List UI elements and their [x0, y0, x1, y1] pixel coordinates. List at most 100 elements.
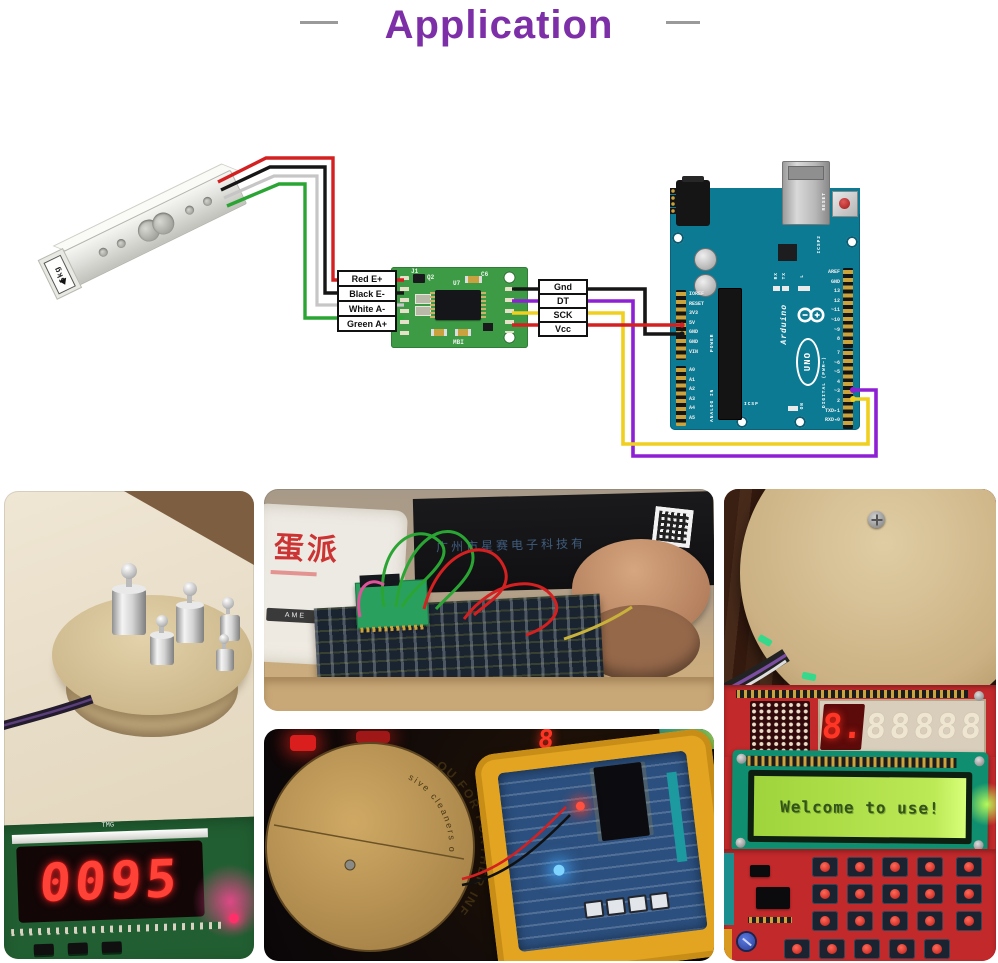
center-screw — [868, 511, 885, 528]
lcd-screw — [736, 753, 747, 764]
digital-pin-label: 4 — [836, 378, 840, 385]
digital-pin-label: ~11 — [830, 307, 840, 314]
tx-label: TX — [782, 272, 787, 280]
display-pcb: TMG 0095 — [4, 816, 254, 959]
keypad-button — [819, 939, 845, 959]
analog-pin-label: A4 — [689, 405, 696, 412]
keypad-button — [917, 884, 943, 904]
load-cell-end-cap: 5kg — [37, 248, 83, 300]
on-led — [788, 406, 798, 411]
photo-kit-demo: 8. 8 8 8 8 8 Welcome to use! — [724, 489, 996, 961]
seg-digit: 8 — [934, 704, 961, 750]
seven-segment-display: 0095 — [16, 840, 205, 923]
keypad-bottom-row — [784, 939, 950, 959]
load-cell-bolt-hole — [201, 195, 214, 208]
power-header — [676, 290, 686, 360]
calibration-weights — [4, 563, 240, 731]
digital-pin-label: TXD▸1 — [824, 407, 840, 414]
power-pin-label: 3V3 — [689, 310, 699, 317]
lcd-module: Welcome to use! — [731, 749, 996, 855]
keypad-button — [854, 939, 880, 959]
voltage-regulator — [778, 244, 797, 261]
digital-header-bottom — [843, 349, 853, 429]
keypad-grid — [812, 857, 943, 931]
solder-pad-row — [11, 921, 222, 937]
lcd-screw — [735, 837, 746, 848]
lcd-screw — [974, 756, 985, 767]
digital-pin-label: AREF — [827, 269, 840, 275]
weight-tiny — [216, 634, 234, 671]
keypad-button — [924, 939, 950, 959]
analog-pin-label: A3 — [689, 395, 696, 402]
c6-silkscreen: C6 — [481, 271, 489, 278]
load-cell-bolt-hole — [183, 204, 196, 217]
load-cell-bolt-hole — [97, 246, 110, 259]
keypad-button — [956, 884, 982, 904]
weight-small — [150, 615, 174, 665]
q2-silkscreen: Q2 — [427, 274, 435, 281]
reset-label: RESET — [822, 192, 827, 211]
keypad-button — [784, 939, 810, 959]
smd-capacitor — [455, 329, 471, 336]
keypad-button — [917, 857, 943, 877]
power-pin-label: 5V — [689, 319, 696, 326]
j1-pad-column — [400, 276, 409, 340]
tx-led — [782, 286, 789, 291]
digital-pin-label: ~10 — [830, 316, 840, 323]
page-title: Application — [384, 3, 614, 47]
power-jack — [676, 176, 710, 226]
atmega-chip — [718, 288, 742, 420]
seg-digit: 8 — [886, 704, 913, 750]
board-silkscreen: MBI — [453, 339, 464, 346]
ic-silkscreen: U7 — [453, 280, 461, 287]
tact-button — [33, 943, 55, 956]
pcb-silkscreen: TMG — [101, 821, 115, 830]
keypad-side-column — [956, 857, 982, 931]
capacitor-c6 — [465, 276, 482, 283]
keypad-button — [956, 911, 982, 931]
keypad-button — [847, 857, 873, 877]
tact-button — [101, 941, 122, 953]
load-cell: 5kg — [37, 143, 283, 328]
reset-button — [832, 191, 858, 217]
analog-pin-label: A2 — [689, 386, 696, 393]
pin-header-row — [736, 690, 968, 698]
power-group-label: POWER — [710, 333, 715, 352]
digital-group-label: DIGITAL (PWM~) — [822, 356, 827, 408]
weight-large — [112, 563, 146, 635]
keypad-button — [956, 857, 982, 877]
digital-pin-label: ~9 — [833, 326, 840, 333]
lcd-screen: Welcome to use! — [753, 775, 967, 839]
digital-pin-label: 8 — [836, 336, 840, 343]
digital-pin-label: 2 — [836, 397, 840, 404]
on-label: ON — [800, 402, 805, 410]
seg-digit-lit: 8. — [819, 704, 865, 750]
analog-header — [676, 366, 686, 426]
power-pin-label: GND — [689, 338, 699, 345]
diode-d9 — [483, 323, 493, 331]
lcd-bezel: Welcome to use! — [747, 769, 973, 845]
keypad-button — [847, 884, 873, 904]
power-pin-label: VIN — [689, 348, 699, 355]
digital-header-top — [843, 268, 853, 348]
blurred-led-glow — [356, 731, 390, 743]
mounting-hole — [672, 232, 684, 244]
led-l — [798, 286, 810, 291]
rx-label: RX — [774, 272, 779, 280]
sensor-wire-label: Green A+ — [337, 315, 397, 332]
icsp2-label: ICSP2 — [817, 235, 822, 254]
load-cell-capacity-label: 5kg — [43, 254, 76, 295]
capacitor — [694, 274, 717, 297]
smd-capacitor — [431, 329, 447, 336]
edge-header — [724, 853, 734, 925]
tact-button — [67, 942, 88, 955]
module-hole — [503, 271, 516, 284]
sensor-wire-labels: Red E+Black E-White A-Green A+ — [337, 270, 397, 332]
blurred-led-glow — [290, 735, 316, 751]
sensor-cable-strand — [4, 697, 93, 727]
digital-pin-label: ~6 — [833, 359, 840, 366]
